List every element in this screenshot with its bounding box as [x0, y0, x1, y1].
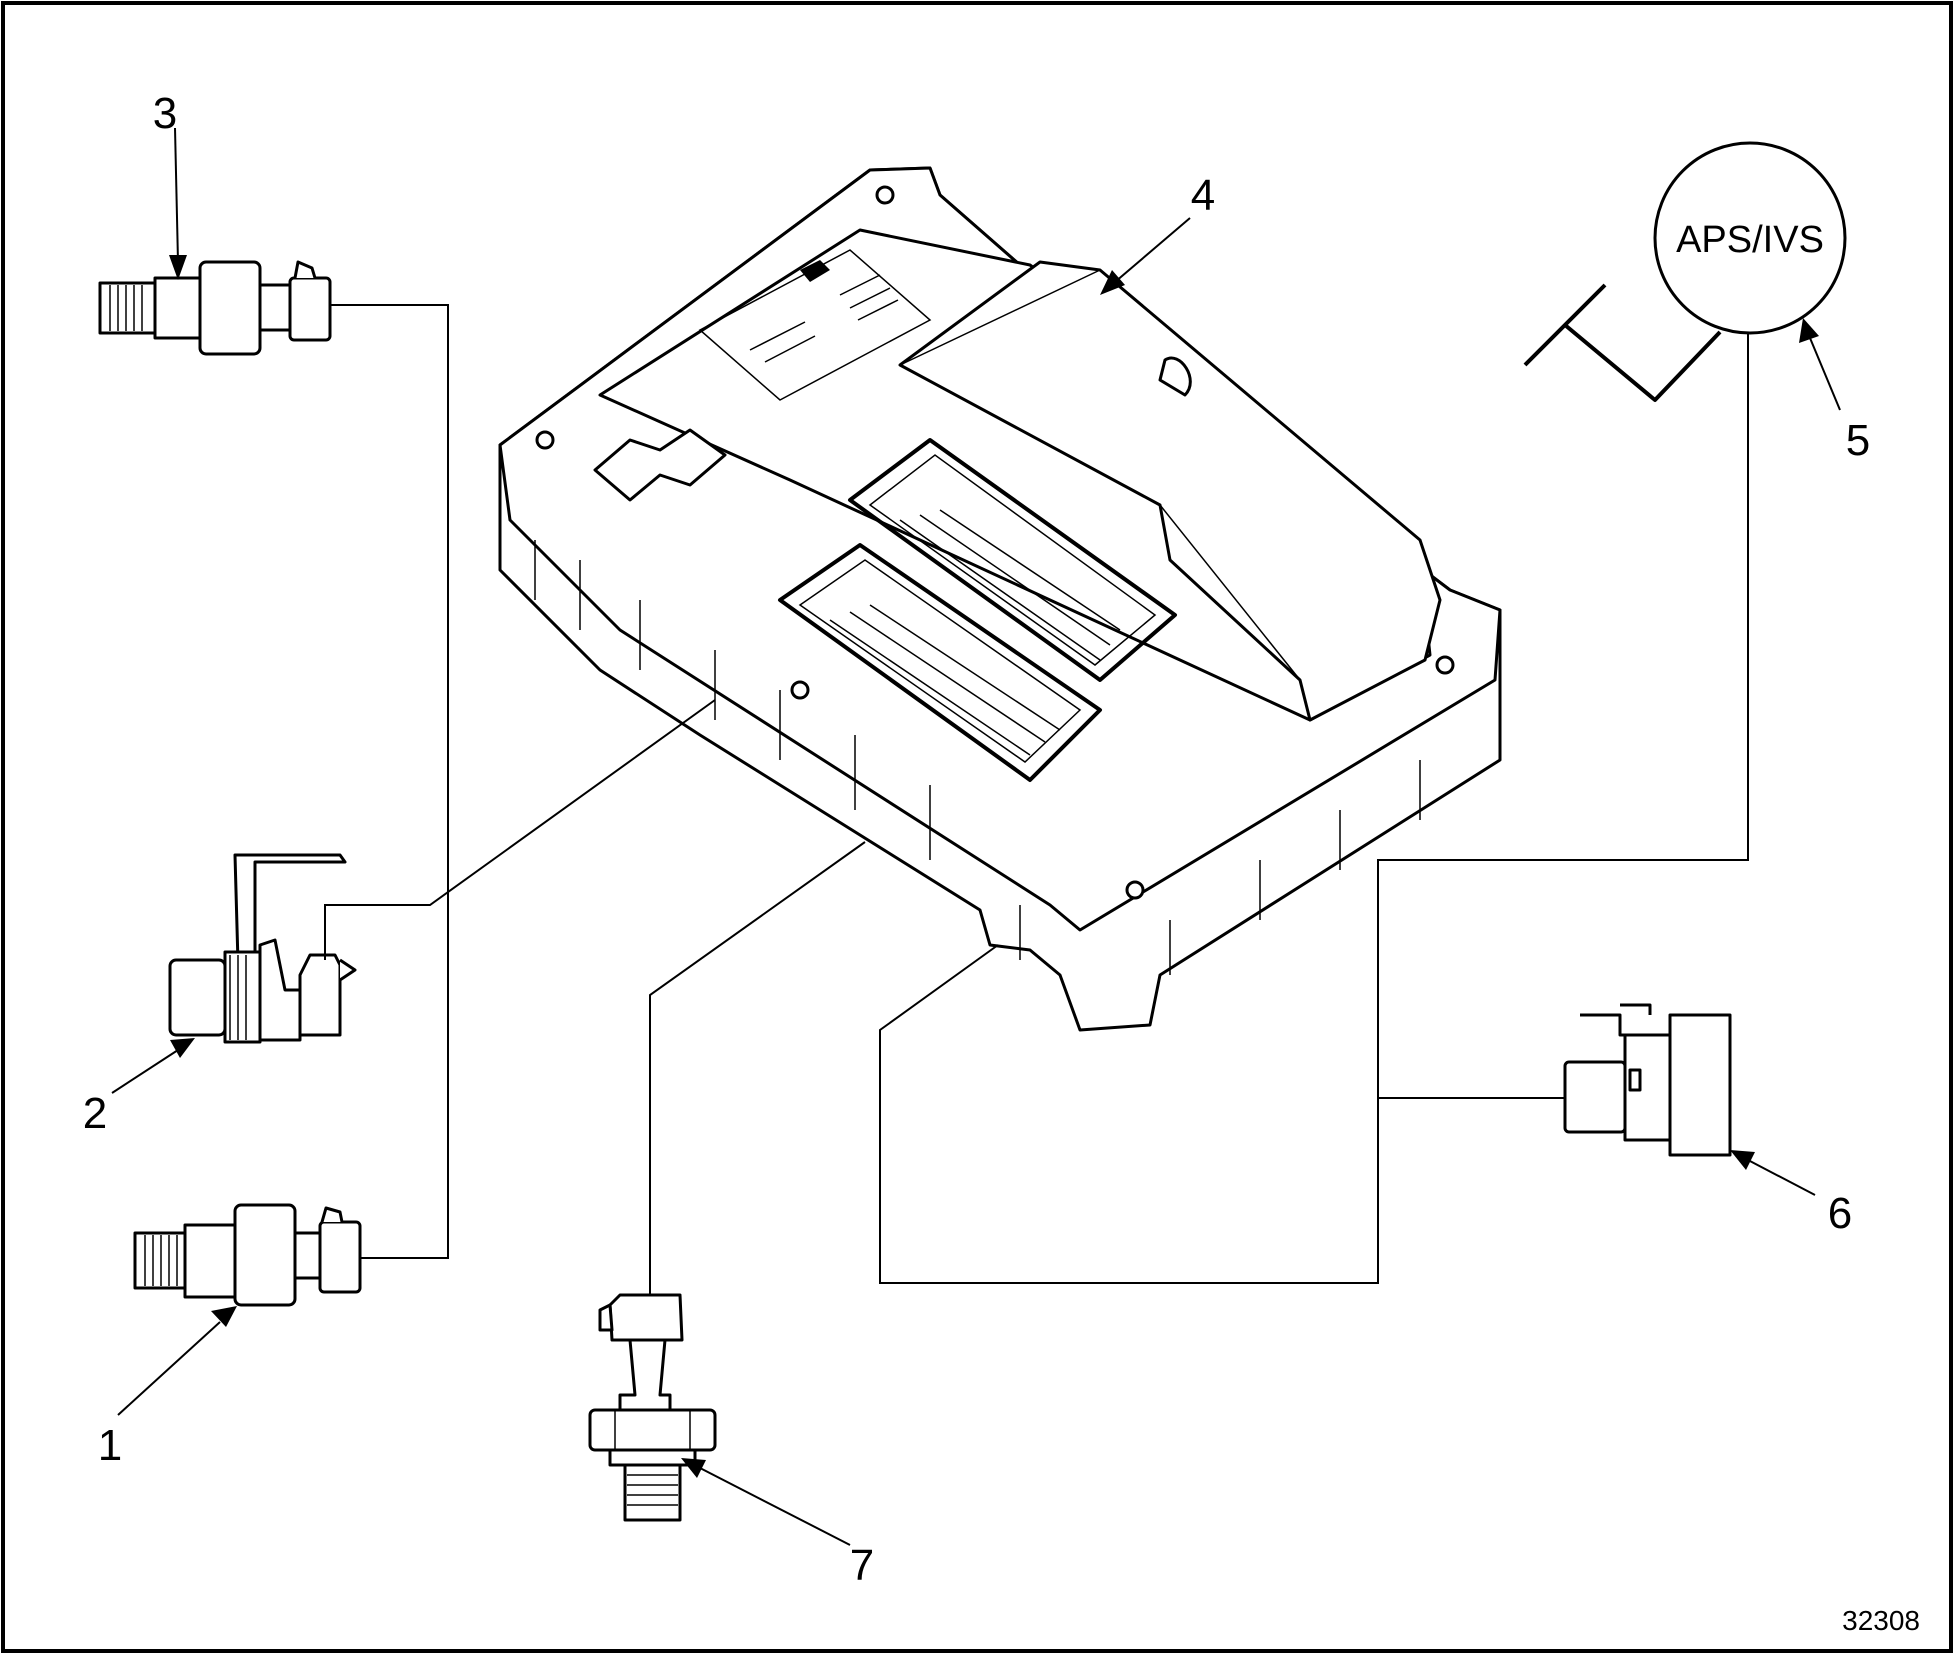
callout-labels: 3 4 5 2 1 7 6 — [83, 89, 1870, 1590]
callout-5: 5 — [1846, 416, 1870, 465]
callout-4: 4 — [1191, 171, 1215, 220]
wiring-harness — [324, 304, 1749, 1295]
callout-2: 2 — [83, 1089, 107, 1138]
connector-6 — [1563, 1003, 1732, 1157]
aps-ivs-symbol: APS/IVS — [1523, 141, 1847, 402]
ecu-module — [498, 166, 1502, 1032]
callout-3: 3 — [153, 89, 177, 138]
aps-ivs-label: APS/IVS — [1676, 219, 1824, 261]
callout-1: 1 — [98, 1421, 122, 1470]
callout-7: 7 — [850, 1541, 874, 1590]
sensor-2 — [168, 853, 357, 1044]
callout-6: 6 — [1828, 1189, 1852, 1238]
leader-lines — [111, 127, 1841, 1546]
sensor-1 — [133, 1203, 362, 1307]
sensor-3 — [98, 260, 332, 356]
sensor-7 — [588, 1293, 717, 1522]
figure-id: 32308 — [1842, 1605, 1920, 1636]
